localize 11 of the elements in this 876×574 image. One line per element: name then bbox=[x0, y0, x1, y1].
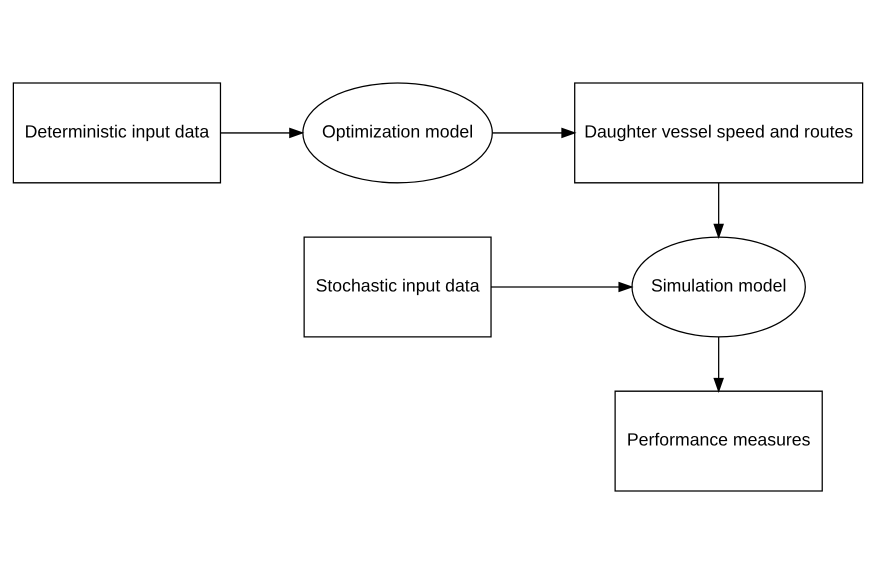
node-box: Daughter vessel speed and routes bbox=[574, 82, 864, 184]
node-box: Stochastic input data bbox=[304, 236, 492, 338]
arrow bbox=[713, 337, 724, 394]
arrow bbox=[491, 282, 634, 292]
arrow bbox=[713, 182, 724, 239]
node-ellipse: Optimization model bbox=[302, 82, 493, 184]
node-box: Performance measures bbox=[614, 390, 823, 492]
arrow bbox=[492, 128, 577, 138]
arrow bbox=[220, 128, 304, 138]
node-ellipse: Simulation model bbox=[631, 236, 806, 338]
node-box: Deterministic input data bbox=[12, 82, 222, 184]
